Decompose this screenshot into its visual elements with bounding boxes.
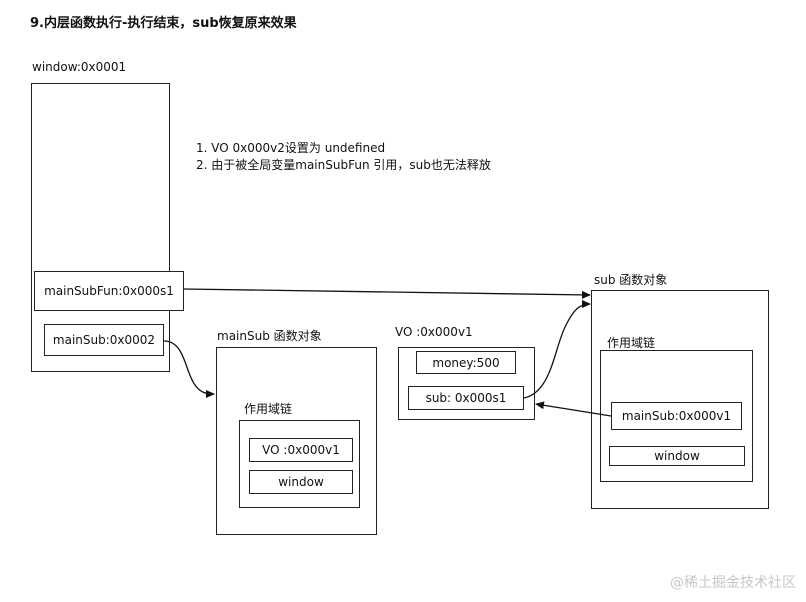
arrow-vo-sub-to-sub-object [523, 300, 591, 399]
vo-field-money: money:500 [416, 351, 516, 374]
note-2: 2. 由于被全局变量mainSubFun 引用，sub也无法释放 [196, 158, 491, 172]
note-1: 1. VO 0x000v2设置为 undefined [196, 141, 386, 155]
page-title: 9.内层函数执行-执行结束，sub恢复原来效果 [30, 16, 297, 31]
mainsub-scope-item-window: window [249, 470, 353, 494]
window-field-mainsubfun: mainSubFun:0x000s1 [34, 271, 184, 311]
sub-object-label: sub 函数对象 [594, 273, 668, 287]
sub-scope-item-window: window [609, 446, 745, 466]
mainsub-object-label: mainSub 函数对象 [217, 329, 322, 343]
vo-object-label: VO :0x000v1 [395, 325, 473, 339]
notes: 1. VO 0x000v2设置为 undefined 2. 由于被全局变量mai… [196, 140, 491, 174]
mainsub-scope-label: 作用域链 [244, 402, 293, 416]
window-object-box [31, 83, 170, 372]
arrow-sub-scope-to-vo [535, 401, 612, 417]
mainsub-scope-item-vo: VO :0x000v1 [249, 438, 353, 462]
vo-field-sub: sub: 0x000s1 [408, 386, 524, 410]
window-object-label: window:0x0001 [32, 60, 127, 74]
watermark: @稀土掘金技术社区 [670, 575, 796, 591]
sub-scope-label: 作用域链 [607, 336, 656, 350]
sub-scope-item-mainsub: mainSub:0x000v1 [611, 402, 742, 430]
arrow-mainsubfun-to-sub [183, 288, 591, 299]
arrow-mainsub-to-mainsub-object [163, 340, 215, 398]
window-field-mainsub: mainSub:0x0002 [44, 324, 164, 356]
